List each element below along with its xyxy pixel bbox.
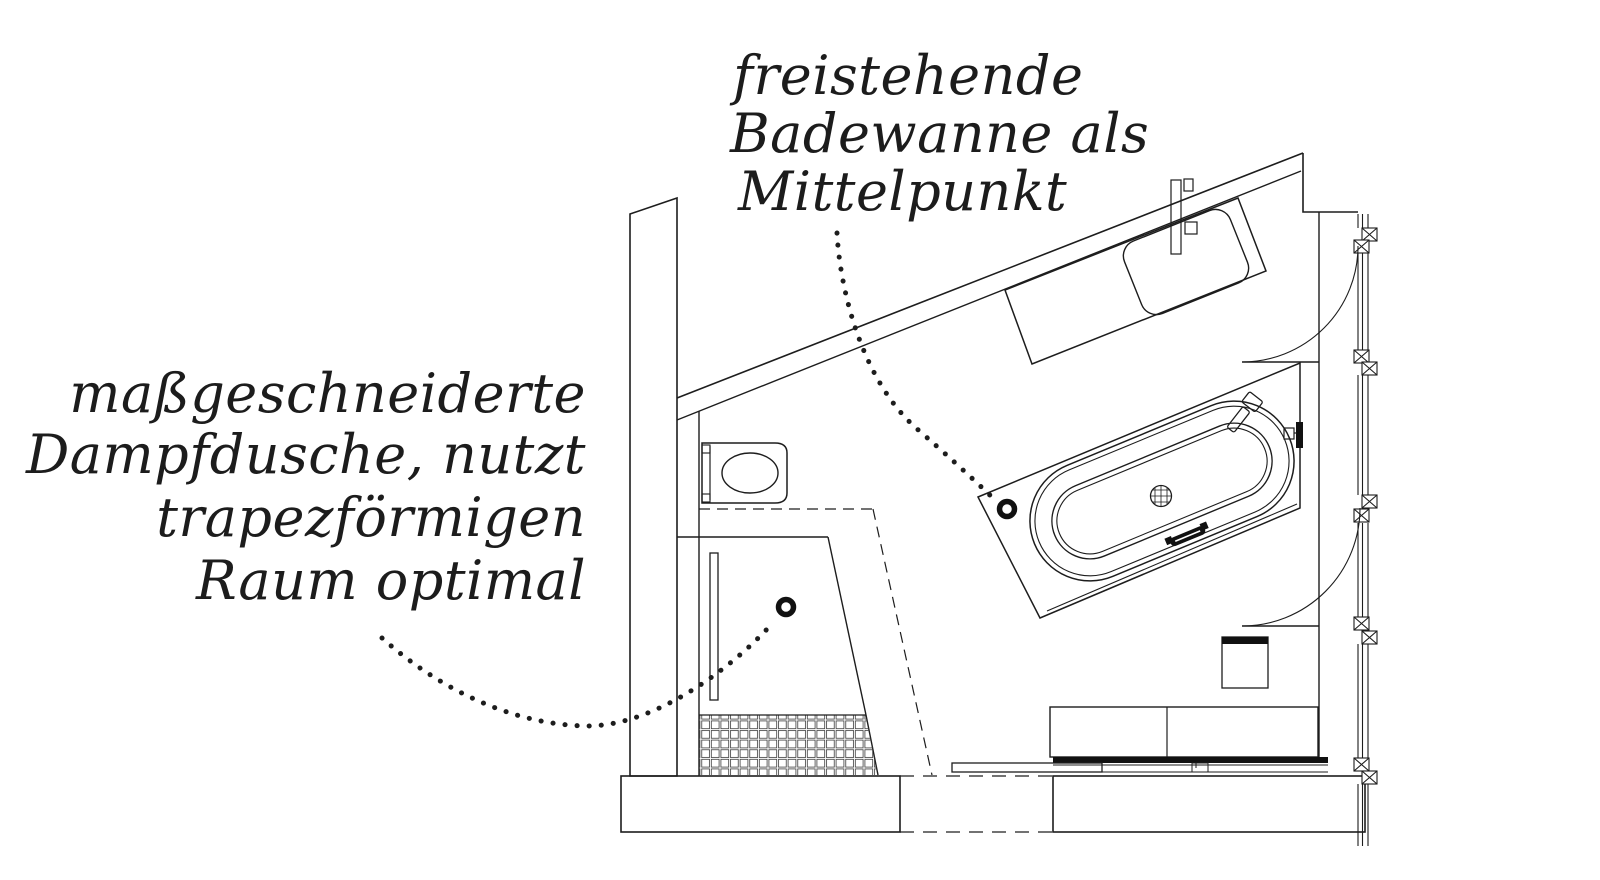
side-cabinet xyxy=(1221,636,1269,689)
hatched-wall-left xyxy=(629,196,678,777)
wall-hung-toilet xyxy=(701,442,788,504)
shower-glass-panel xyxy=(709,552,719,701)
bottom-door-opening xyxy=(900,775,1053,833)
shower-note-line3: trapezförmigen xyxy=(156,486,586,549)
bathtub-platform xyxy=(976,361,1301,619)
window-band xyxy=(1353,214,1378,846)
window-mullions xyxy=(1353,227,1378,785)
freestanding-bathtub xyxy=(1029,400,1295,582)
shower-note-line1: maßgeschneiderte xyxy=(69,362,586,425)
sink-faucet xyxy=(1170,178,1198,255)
hand-shower xyxy=(1227,391,1263,433)
bathtub-note-line3: Mittelpunkt xyxy=(737,160,1067,223)
vanity-counter xyxy=(1004,178,1267,365)
wall-filler-faucet xyxy=(1283,422,1303,448)
sloped-top-wall xyxy=(676,152,1358,421)
leader-dotted-line-bathtub xyxy=(834,230,997,502)
tiled-shower-floor xyxy=(699,715,878,775)
hatched-wall-bottom-right xyxy=(1052,775,1366,833)
tub-handle xyxy=(1164,521,1209,547)
leader-end-marker-bathtub xyxy=(996,498,1018,520)
sliding-door xyxy=(951,757,1328,773)
leader-dotted-line-shower xyxy=(379,624,772,729)
steam-shower xyxy=(677,508,933,776)
window-glazing xyxy=(1357,214,1369,846)
hatched-wall-bottom-left xyxy=(620,775,901,833)
shower-note-line4: Raum optimal xyxy=(195,549,586,612)
tub-drain xyxy=(1149,484,1173,508)
hinged-glass-door-upper xyxy=(1241,245,1359,363)
shower-annotation: maßgeschneiderte Dampfdusche, nutzt trap… xyxy=(25,362,586,612)
low-cabinet xyxy=(1049,706,1319,758)
bathtub-annotation: freistehende Badewanne als Mittelpunkt xyxy=(729,44,1149,223)
shower-note-line2: Dampfdusche, nutzt xyxy=(25,423,586,486)
leader-end-marker-shower xyxy=(775,596,797,618)
bathtub-note-line2: Badewanne als xyxy=(729,102,1149,165)
bathtub-note-line1: freistehende xyxy=(729,44,1083,107)
hinged-glass-door-lower xyxy=(1241,507,1361,627)
